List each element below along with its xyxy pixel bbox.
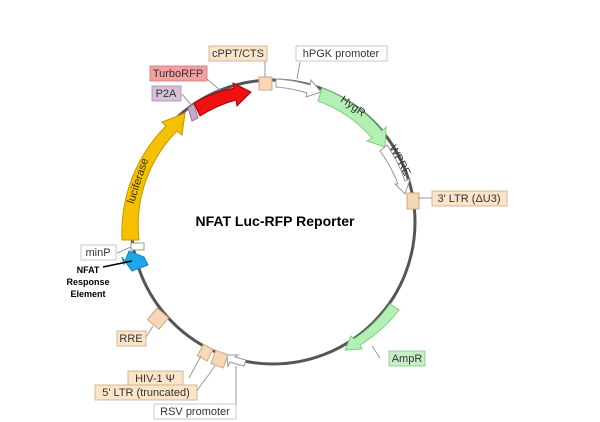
rre-label: RRE xyxy=(119,333,142,345)
hygr-feature xyxy=(317,87,387,148)
hpgk-label: hPGK promoter xyxy=(303,48,380,60)
minp-label-box xyxy=(80,244,117,261)
turborfp-label: TurboRFP xyxy=(153,68,203,80)
nfat-label-line3: Element xyxy=(70,289,105,299)
cppt-label: cPPT/CTS xyxy=(212,48,264,60)
turborfp-label-box xyxy=(149,65,208,82)
turborfp-feature xyxy=(193,82,252,117)
hiv-label: HIV-1 Ψ xyxy=(135,373,175,385)
ltr3-label: 3' LTR (ΔU3) xyxy=(437,193,500,205)
hpgk-promoter-feature xyxy=(275,78,322,98)
ampr-label: AmpR xyxy=(392,353,423,365)
luciferase-feature xyxy=(121,112,186,241)
hpgk-label-box xyxy=(295,45,388,62)
leader-lines xyxy=(116,60,432,407)
cppt-label-box xyxy=(208,45,268,62)
minp-feature xyxy=(130,242,145,251)
rsv-promoter-feature xyxy=(226,354,247,368)
ampr-feature xyxy=(344,303,400,351)
nfat-label-line2: Response xyxy=(66,277,109,287)
ltr3-label-box xyxy=(431,190,508,207)
hiv-psi-box xyxy=(196,343,214,362)
p2a-label: P2A xyxy=(156,88,177,100)
nfat-response-element-feature xyxy=(121,250,149,272)
nfat-pointer-line xyxy=(102,260,133,268)
rre-label-box xyxy=(116,330,147,347)
ltr5-label: 5' LTR (truncated) xyxy=(102,387,189,399)
ltr5-box xyxy=(210,349,229,369)
cppt-box xyxy=(258,76,273,91)
nfat-label-line1: NFAT xyxy=(77,265,100,275)
p2a-label-box xyxy=(151,85,182,102)
ampr-label-box xyxy=(388,350,426,367)
wpre-feature xyxy=(379,144,411,195)
plasmid-title: NFAT Luc-RFP Reporter xyxy=(196,213,355,229)
rsv-label-box xyxy=(153,403,237,420)
luciferase-label: luciferase xyxy=(125,157,151,205)
rre-box xyxy=(146,307,170,330)
ltr5-label-box xyxy=(94,384,198,401)
rsv-label: RSV promoter xyxy=(160,406,230,418)
minp-label: minP xyxy=(85,247,110,259)
ltr3-box xyxy=(406,192,420,210)
